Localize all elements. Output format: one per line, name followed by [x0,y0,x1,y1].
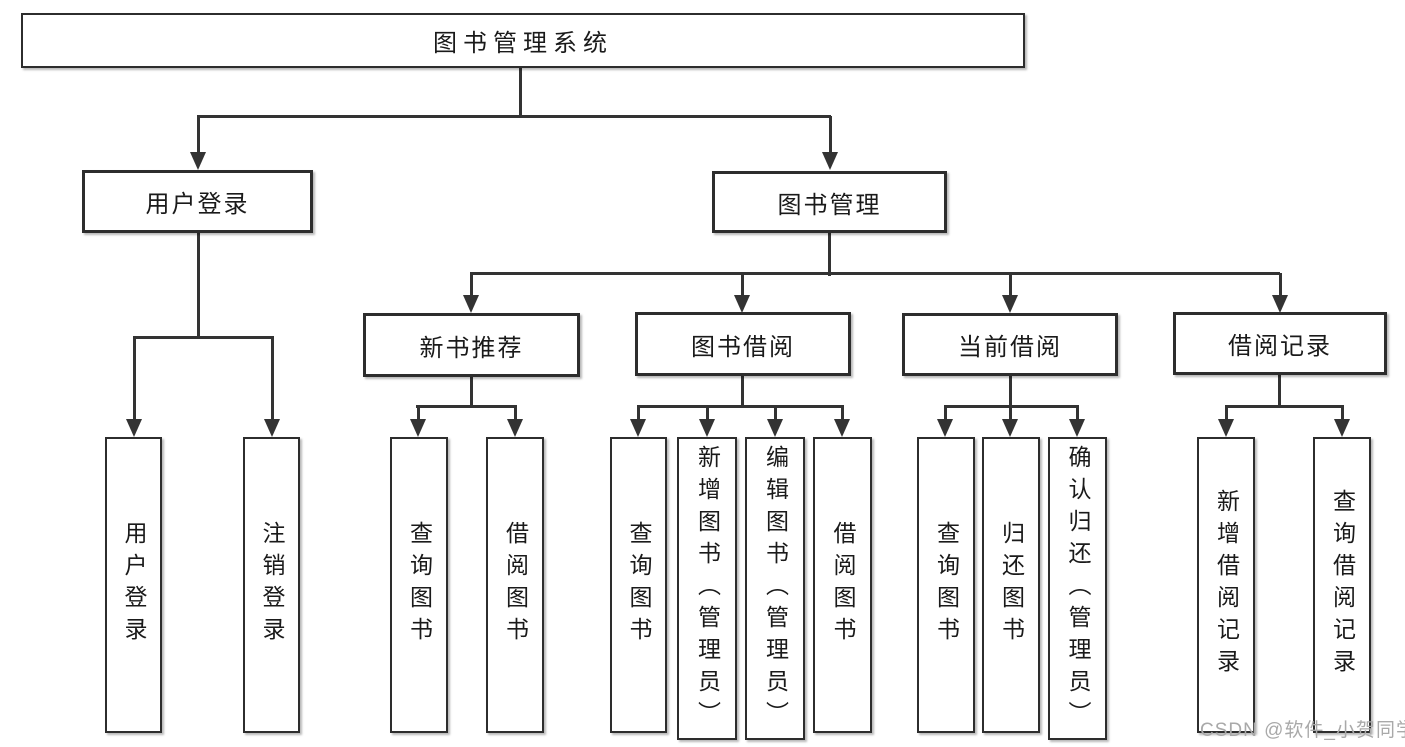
leaf-label: 借阅图书 [502,521,529,649]
leaf-label: 注销登录 [259,521,285,649]
node-label: 当前借阅 [958,334,1062,361]
connector-line [741,376,744,408]
connector-line [470,272,1280,275]
csdn-watermark: CSDN @软件_小贺同学 [1200,720,1405,741]
leaf-label: 用户登录 [121,521,147,649]
leaf-label: 确认归还（管理员） [1065,444,1091,733]
node-book-management: 图书管理 [712,171,947,233]
connector-line [637,405,844,408]
leaf-label: 查询图书 [406,521,433,649]
arrow-down-icon [190,116,206,170]
arrow-down-icon [126,336,142,437]
node-label: 新书推荐 [419,334,524,362]
leaf-query-books-recommend: 查询图书 [390,437,448,733]
node-current-borrowing: 当前借阅 [902,313,1118,376]
leaf-label: 查询图书 [933,521,960,649]
node-label: 图书借阅 [691,333,795,361]
leaf-borrow-books-recommend: 借阅图书 [486,437,544,733]
arrow-down-icon [1069,405,1085,437]
arrow-down-icon [507,405,523,437]
leaf-label: 归还图书 [998,521,1025,649]
leaf-add-borrow-record: 新增借阅记录 [1197,437,1255,733]
arrow-down-icon [1334,405,1350,437]
leaf-label: 查询借阅记录 [1329,489,1356,681]
arrow-down-icon [630,405,646,437]
connector-line [470,377,473,408]
connector-line [197,115,831,118]
node-user-login: 用户登录 [82,170,313,233]
leaf-label: 编辑图书（管理员） [762,444,789,733]
leaf-add-books-admin: 新增图书（管理员） [677,437,737,740]
connector-line [133,336,274,339]
connector-line [519,68,522,118]
leaf-query-books-borrow: 查询图书 [610,437,667,733]
leaf-label: 查询图书 [626,521,652,649]
leaf-query-borrow-record: 查询借阅记录 [1313,437,1371,733]
arrow-down-icon [937,405,953,437]
node-label: 用户登录 [145,191,250,218]
connector-line [1225,405,1344,408]
leaf-confirm-return-admin: 确认归还（管理员） [1048,437,1107,740]
arrow-down-icon [822,116,838,170]
leaf-user-login: 用户登录 [105,437,162,733]
arrow-down-icon [1272,273,1288,313]
connector-line [197,233,200,339]
node-label: 借阅记录 [1228,333,1332,360]
leaf-label: 借阅图书 [830,521,856,649]
arrow-down-icon [264,336,280,437]
arrow-down-icon [734,273,750,313]
leaf-label: 新增图书（管理员） [694,444,721,733]
arrow-down-icon [410,405,426,437]
node-label: 图书管理系统 [433,30,613,57]
node-library-management-system: 图书管理系统 [21,13,1025,68]
arrow-down-icon [1002,273,1018,313]
leaf-query-books-current: 查询图书 [917,437,975,733]
arrow-down-icon [463,273,479,313]
node-label: 图书管理 [777,191,882,219]
arrow-down-icon [699,405,715,437]
node-new-book-recommendation: 新书推荐 [363,313,580,377]
connector-line [416,405,517,408]
arrow-down-icon [767,405,783,437]
connector-line [1009,376,1012,408]
arrow-down-icon [1002,405,1018,437]
leaf-label: 新增借阅记录 [1213,489,1240,681]
leaf-return-books: 归还图书 [982,437,1040,733]
leaf-edit-books-admin: 编辑图书（管理员） [745,437,805,740]
connector-line [1278,375,1281,408]
leaf-borrow-books: 借阅图书 [813,437,872,733]
node-book-borrowing: 图书借阅 [635,312,851,376]
connector-line [944,405,1079,408]
arrow-down-icon [1218,405,1234,437]
node-borrowing-records: 借阅记录 [1173,312,1387,375]
arrow-down-icon [834,405,850,437]
connector-line [828,233,831,276]
leaf-logout: 注销登录 [243,437,300,733]
